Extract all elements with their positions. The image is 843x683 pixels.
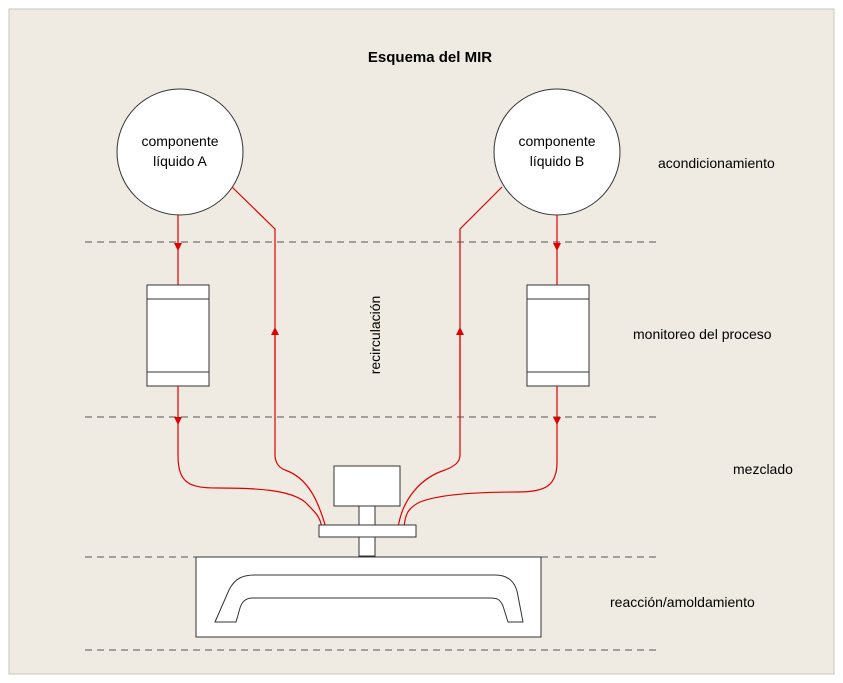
stage-label-monitoring: monitoreo del proceso [633,326,772,342]
feed-curve-a [177,421,323,529]
flow-monitor-a [146,284,210,387]
tank-component-b [493,88,621,216]
tank-component-a [116,88,244,216]
tank-b-label-line2: líquido B [530,153,584,169]
feed-curve-b [403,421,558,529]
mold-cavity [214,574,524,623]
stage-label-conditioning: acondicionamiento [658,155,775,171]
recirculation-line-a [231,186,327,529]
tank-a-label-line1: componente [141,133,218,149]
stage-label-mixing: mezclado [733,461,793,477]
flow-lines [174,186,561,529]
stage-label-reaction: reacción/amoldamiento [610,594,755,610]
flow-monitor-b [526,284,590,387]
tank-a-label-line2: líquido A [153,153,207,169]
recirculation-label: recirculación [367,296,383,375]
recirculation-line-b [397,186,503,529]
diagram-title: Esquema del MIR [368,49,492,66]
mold [195,556,542,638]
mix-head [318,465,417,557]
tank-b-label-line1: componente [518,133,595,149]
